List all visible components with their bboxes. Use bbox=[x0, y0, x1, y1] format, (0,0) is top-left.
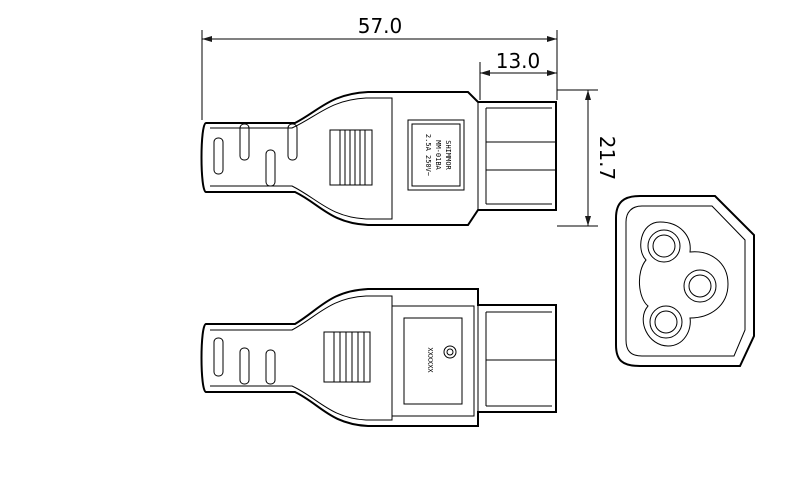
arrowhead-right bbox=[547, 36, 557, 42]
arrowhead-bottom bbox=[585, 216, 591, 226]
strain-relief-grooves bbox=[329, 129, 373, 186]
bottom-grip-rib-3 bbox=[265, 349, 276, 385]
dimension-socket-length: 13.0 bbox=[479, 49, 557, 100]
contact-hole-top bbox=[647, 229, 681, 263]
certification-mark-icon-inner bbox=[446, 348, 454, 356]
front-inner-outline bbox=[625, 205, 746, 357]
label-line-1: SHIMMOR bbox=[444, 140, 452, 170]
contact-hole-right-inner bbox=[688, 274, 712, 298]
connector-top-view: SHIMMOR MM-01BA 2.5A 250V~ bbox=[200, 91, 557, 226]
label-line-3: 2.5A 250V~ bbox=[424, 134, 432, 176]
grip-rib-3 bbox=[265, 149, 276, 187]
bottom-body-inner-contour bbox=[210, 295, 393, 421]
connector-bottom-view: XXXXXX bbox=[200, 288, 557, 427]
groove-frame bbox=[329, 129, 373, 186]
arrowhead-left bbox=[202, 36, 212, 42]
label-plate-text: SHIMMOR MM-01BA 2.5A 250V~ bbox=[424, 134, 452, 176]
label-plate-inner bbox=[411, 123, 461, 187]
contact-hole-bottom bbox=[649, 305, 683, 339]
bottom-grip-rib-1 bbox=[213, 337, 224, 377]
contact-hole-bottom-inner bbox=[654, 310, 678, 334]
contact-hole-right bbox=[683, 269, 717, 303]
cloverleaf-contact-area bbox=[639, 221, 729, 347]
bottom-marking-panel bbox=[403, 317, 463, 405]
contact-hole-top-inner bbox=[652, 234, 676, 258]
bottom-body-outline bbox=[200, 288, 557, 427]
arrowhead-top bbox=[585, 90, 591, 100]
dimension-overall-length: 57.0 bbox=[201, 14, 558, 120]
dimension-value-13: 13.0 bbox=[496, 49, 541, 73]
top-body-outline bbox=[200, 91, 557, 226]
certification-mark-icon bbox=[443, 345, 457, 359]
grip-rib-1 bbox=[213, 137, 224, 175]
grip-rib-4 bbox=[287, 123, 298, 161]
dimension-value-21-7: 21.7 bbox=[595, 136, 619, 181]
bottom-groove-frame bbox=[323, 331, 371, 383]
label-plate bbox=[407, 119, 465, 191]
arrowhead-socket-right bbox=[547, 70, 557, 76]
label-line-2: MM-01BA bbox=[434, 140, 442, 170]
socket-front-view bbox=[615, 195, 755, 367]
front-outline bbox=[615, 195, 755, 367]
dimension-value-57: 57.0 bbox=[358, 14, 403, 38]
grip-rib-2 bbox=[239, 123, 250, 161]
arrowhead-socket-left bbox=[480, 70, 490, 76]
bottom-collar bbox=[391, 305, 475, 417]
bottom-grip-rib-2 bbox=[239, 347, 250, 385]
dimension-height: 21.7 bbox=[557, 89, 619, 227]
bottom-strain-relief-grooves bbox=[323, 331, 371, 383]
top-body-inner-contour bbox=[210, 97, 393, 220]
bottom-marking-text: XXXXXX bbox=[426, 347, 434, 373]
